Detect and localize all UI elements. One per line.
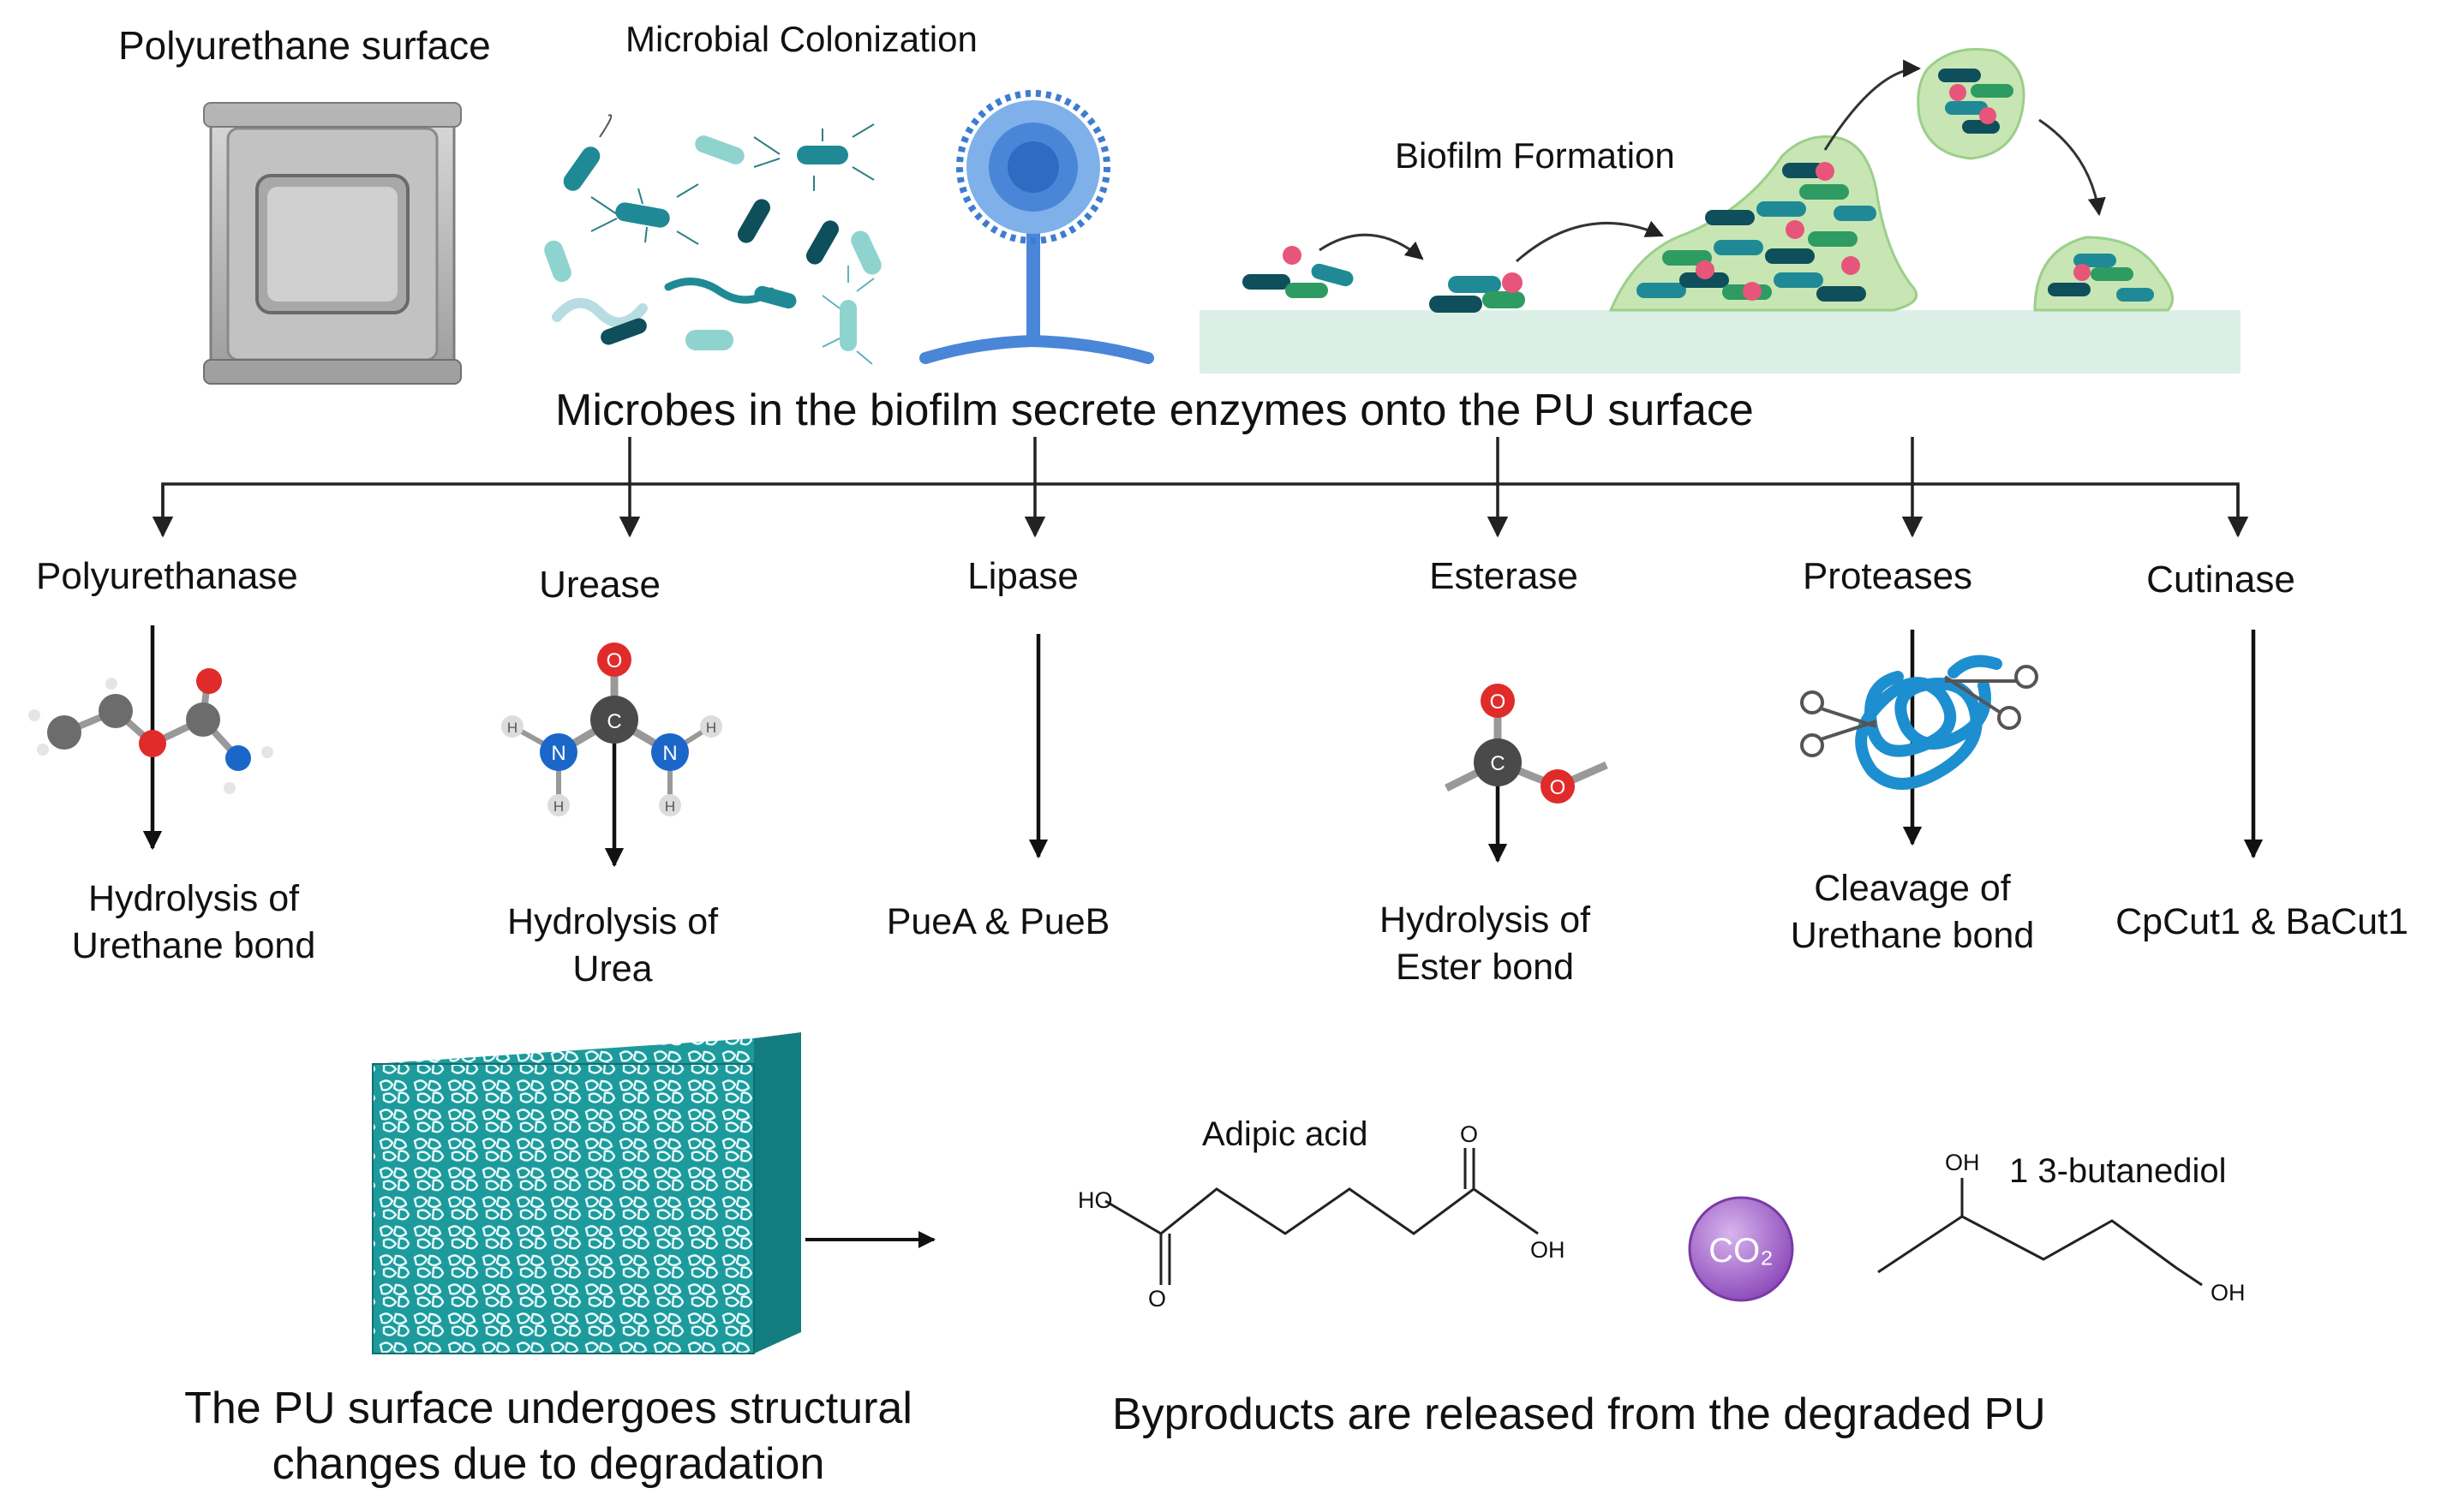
adipic-acid-label: Adipic acid <box>1202 1115 1368 1153</box>
microbes-icon <box>544 114 882 365</box>
ester-oxygen-top-label: O <box>1490 690 1506 714</box>
adipic-ho-label: HO <box>1078 1187 1113 1213</box>
urea-h1-label: H <box>507 720 518 736</box>
proteases-result-line2: Urethane bond <box>1790 915 2035 956</box>
biofilm-illustration <box>1200 48 2241 374</box>
enzyme-esterase: Esterase <box>1429 555 1578 597</box>
enzyme-lipase: Lipase <box>967 555 1079 597</box>
urea-nitrogen-left-label: N <box>551 742 565 765</box>
ester-molecule-icon: O C O <box>1444 684 1608 804</box>
ester-carbon-label: C <box>1490 752 1505 775</box>
urea-oxygen-label: O <box>607 649 623 672</box>
polyurethanase-result-line2: Urethane bond <box>71 925 316 966</box>
adipic-oh-label: OH <box>1530 1237 1565 1263</box>
enzyme-proteases: Proteases <box>1802 555 1973 597</box>
urease-result-line1: Hydrolysis of <box>506 901 719 942</box>
urea-nitrogen-right-label: N <box>662 742 677 765</box>
urea-carbon-label: C <box>607 710 621 733</box>
enzyme-branch-lines <box>152 437 2249 538</box>
urethane-molecule-icon <box>28 668 273 794</box>
butanediol-oh-top-label: OH <box>1945 1150 1980 1175</box>
esterase-result-line2: Ester bond <box>1396 947 1574 988</box>
structural-changes-line1: The PU surface undergoes structural <box>184 1384 912 1433</box>
protein-scissors-icon <box>1800 654 2038 790</box>
fungus-icon <box>919 90 1154 364</box>
structural-changes-line2: changes due to degradation <box>272 1439 825 1489</box>
biofilm-formation-label: Biofilm Formation <box>1395 135 1675 176</box>
urease-result-line2: Urea <box>572 948 653 989</box>
urea-h3-label: H <box>706 720 716 736</box>
byproducts-label: Byproducts are released from the degrade… <box>1112 1389 2046 1439</box>
adipic-o-bottom-label: O <box>1148 1286 1166 1312</box>
urea-h4-label: H <box>665 798 675 815</box>
co2-label: CO₂ <box>1708 1232 1774 1270</box>
microbial-colonization-label: Microbial Colonization <box>625 19 978 59</box>
urea-h2-label: H <box>553 798 564 815</box>
polyurethane-tray-icon <box>203 102 462 385</box>
polyurethanase-result-line1: Hydrolysis of <box>87 878 300 919</box>
polyurethane-surface-label: Polyurethane surface <box>118 23 491 68</box>
butanediol-oh-bottom-label: OH <box>2211 1280 2246 1306</box>
enzyme-cutinase: Cutinase <box>2146 559 2295 601</box>
co2-bubble-icon <box>1688 1196 1794 1302</box>
enzyme-urease: Urease <box>539 564 661 606</box>
pu-foam-cube-icon <box>372 1032 801 1354</box>
urea-molecule-icon: O C N N H H H H <box>501 642 722 816</box>
secrete-enzymes-label: Microbes in the biofilm secrete enzymes … <box>555 385 1754 435</box>
butanediol-label: 1 3-butanediol <box>2009 1152 2227 1190</box>
adipic-acid-structure <box>1104 1148 1539 1285</box>
butanediol-structure <box>1877 1178 2203 1287</box>
scissors-right-icon <box>1943 665 2038 730</box>
scissors-left-icon <box>1800 690 1877 757</box>
cutinase-result: CpCut1 & BaCut1 <box>2115 901 2408 942</box>
proteases-result-line1: Cleavage of <box>1814 868 2011 909</box>
enzyme-polyurethanase: Polyurethanase <box>36 555 298 597</box>
ester-oxygen-right-label: O <box>1550 776 1566 799</box>
adipic-o-top-label: O <box>1460 1121 1478 1147</box>
esterase-result-line1: Hydrolysis of <box>1379 899 1591 941</box>
lipase-result: PueA & PueB <box>886 901 1110 942</box>
